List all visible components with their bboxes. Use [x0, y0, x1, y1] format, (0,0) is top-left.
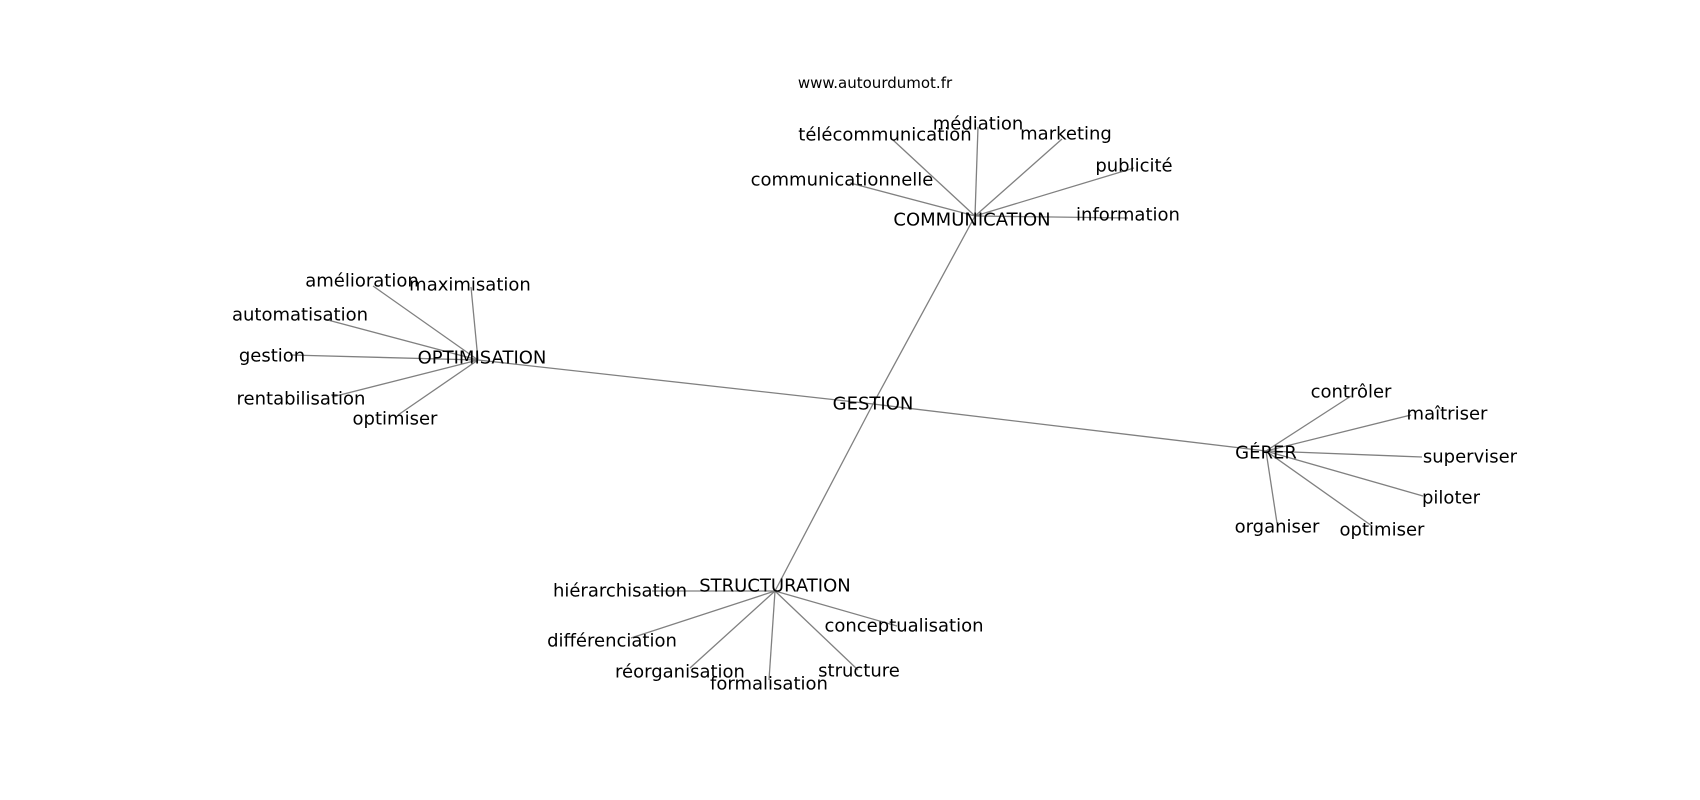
edge-gerer-leaf: [1265, 450, 1424, 497]
edge-center-gerer: [872, 403, 1267, 452]
leaf-node-gerer[interactable]: organiser: [1235, 517, 1320, 538]
leaf-node-gerer[interactable]: superviser: [1423, 447, 1518, 468]
edge-center-structuration: [774, 403, 874, 592]
hub-node-structuration[interactable]: STRUCTURATION: [699, 576, 850, 597]
edge-gerer-leaf: [1265, 450, 1423, 458]
edge-optimisation-leaf: [289, 354, 479, 361]
hub-node-communication[interactable]: COMMUNICATION: [893, 210, 1050, 231]
labels-layer: GESTION COMMUNICATION télécommunicationméd…: [232, 114, 1518, 695]
edge-structuration-leaf: [689, 590, 776, 669]
edge-gerer-leaf: [1265, 450, 1278, 524]
edge-structuration-leaf: [768, 590, 776, 681]
edge-communication-leaf: [974, 215, 1129, 219]
leaf-node-structuration[interactable]: hiérarchisation: [553, 581, 687, 602]
edge-optimisation-leaf: [323, 318, 479, 361]
leaf-node-communication[interactable]: télécommunication: [798, 125, 971, 146]
leaf-node-structuration[interactable]: différenciation: [547, 631, 677, 652]
edge-gerer-leaf: [1265, 450, 1373, 527]
edge-gerer-leaf: [1265, 414, 1412, 452]
edge-structuration-leaf: [774, 590, 859, 671]
center-node-label[interactable]: GESTION: [833, 394, 914, 415]
leaf-node-communication[interactable]: médiation: [933, 114, 1024, 135]
leaf-node-optimisation[interactable]: rentabilisation: [237, 389, 366, 410]
leaf-node-optimisation[interactable]: amélioration: [305, 271, 419, 292]
edge-structuration-leaf: [630, 590, 776, 639]
edge-communication-leaf: [974, 138, 1063, 217]
edge-center-optimisation: [477, 359, 874, 405]
edge-communication-leaf: [892, 139, 976, 217]
leaf-node-optimisation[interactable]: optimiser: [353, 409, 438, 430]
leaf-node-structuration[interactable]: formalisation: [710, 674, 828, 695]
edge-gerer-leaf: [1265, 395, 1352, 452]
leaf-node-optimisation[interactable]: maximisation: [409, 275, 531, 296]
leaf-node-communication[interactable]: information: [1076, 205, 1180, 226]
leaf-node-structuration[interactable]: structure: [818, 661, 900, 682]
leaf-node-structuration[interactable]: réorganisation: [615, 662, 745, 683]
edge-communication-leaf: [849, 182, 976, 217]
leaf-node-gerer[interactable]: maîtriser: [1407, 404, 1488, 425]
edge-optimisation-leaf: [331, 359, 479, 398]
edge-optimisation-leaf: [372, 285, 479, 361]
edge-communication-leaf: [974, 167, 1135, 217]
hub-node-optimisation[interactable]: OPTIMISATION: [418, 348, 547, 369]
edge-center-communication: [872, 215, 976, 405]
leaf-node-communication[interactable]: communicationnelle: [751, 170, 934, 191]
leaf-node-gerer[interactable]: optimiser: [1340, 520, 1425, 541]
leaf-node-communication[interactable]: marketing: [1020, 124, 1112, 145]
edge-optimisation-leaf: [397, 359, 479, 416]
leaf-node-gerer[interactable]: piloter: [1422, 488, 1481, 509]
leaf-node-gerer[interactable]: contrôler: [1311, 382, 1392, 403]
edge-optimisation-leaf: [470, 286, 479, 361]
edges-layer: [289, 126, 1424, 681]
leaf-node-structuration[interactable]: conceptualisation: [824, 616, 983, 637]
leaf-node-communication[interactable]: publicité: [1095, 156, 1172, 177]
hub-node-gerer[interactable]: GÉRER: [1235, 442, 1297, 464]
leaf-node-optimisation[interactable]: automatisation: [232, 305, 368, 326]
edge-structuration-leaf: [774, 590, 898, 627]
leaf-node-optimisation[interactable]: gestion: [239, 346, 305, 367]
source-watermark: www.autourdumot.fr: [798, 74, 953, 92]
edge-communication-leaf: [974, 126, 979, 217]
